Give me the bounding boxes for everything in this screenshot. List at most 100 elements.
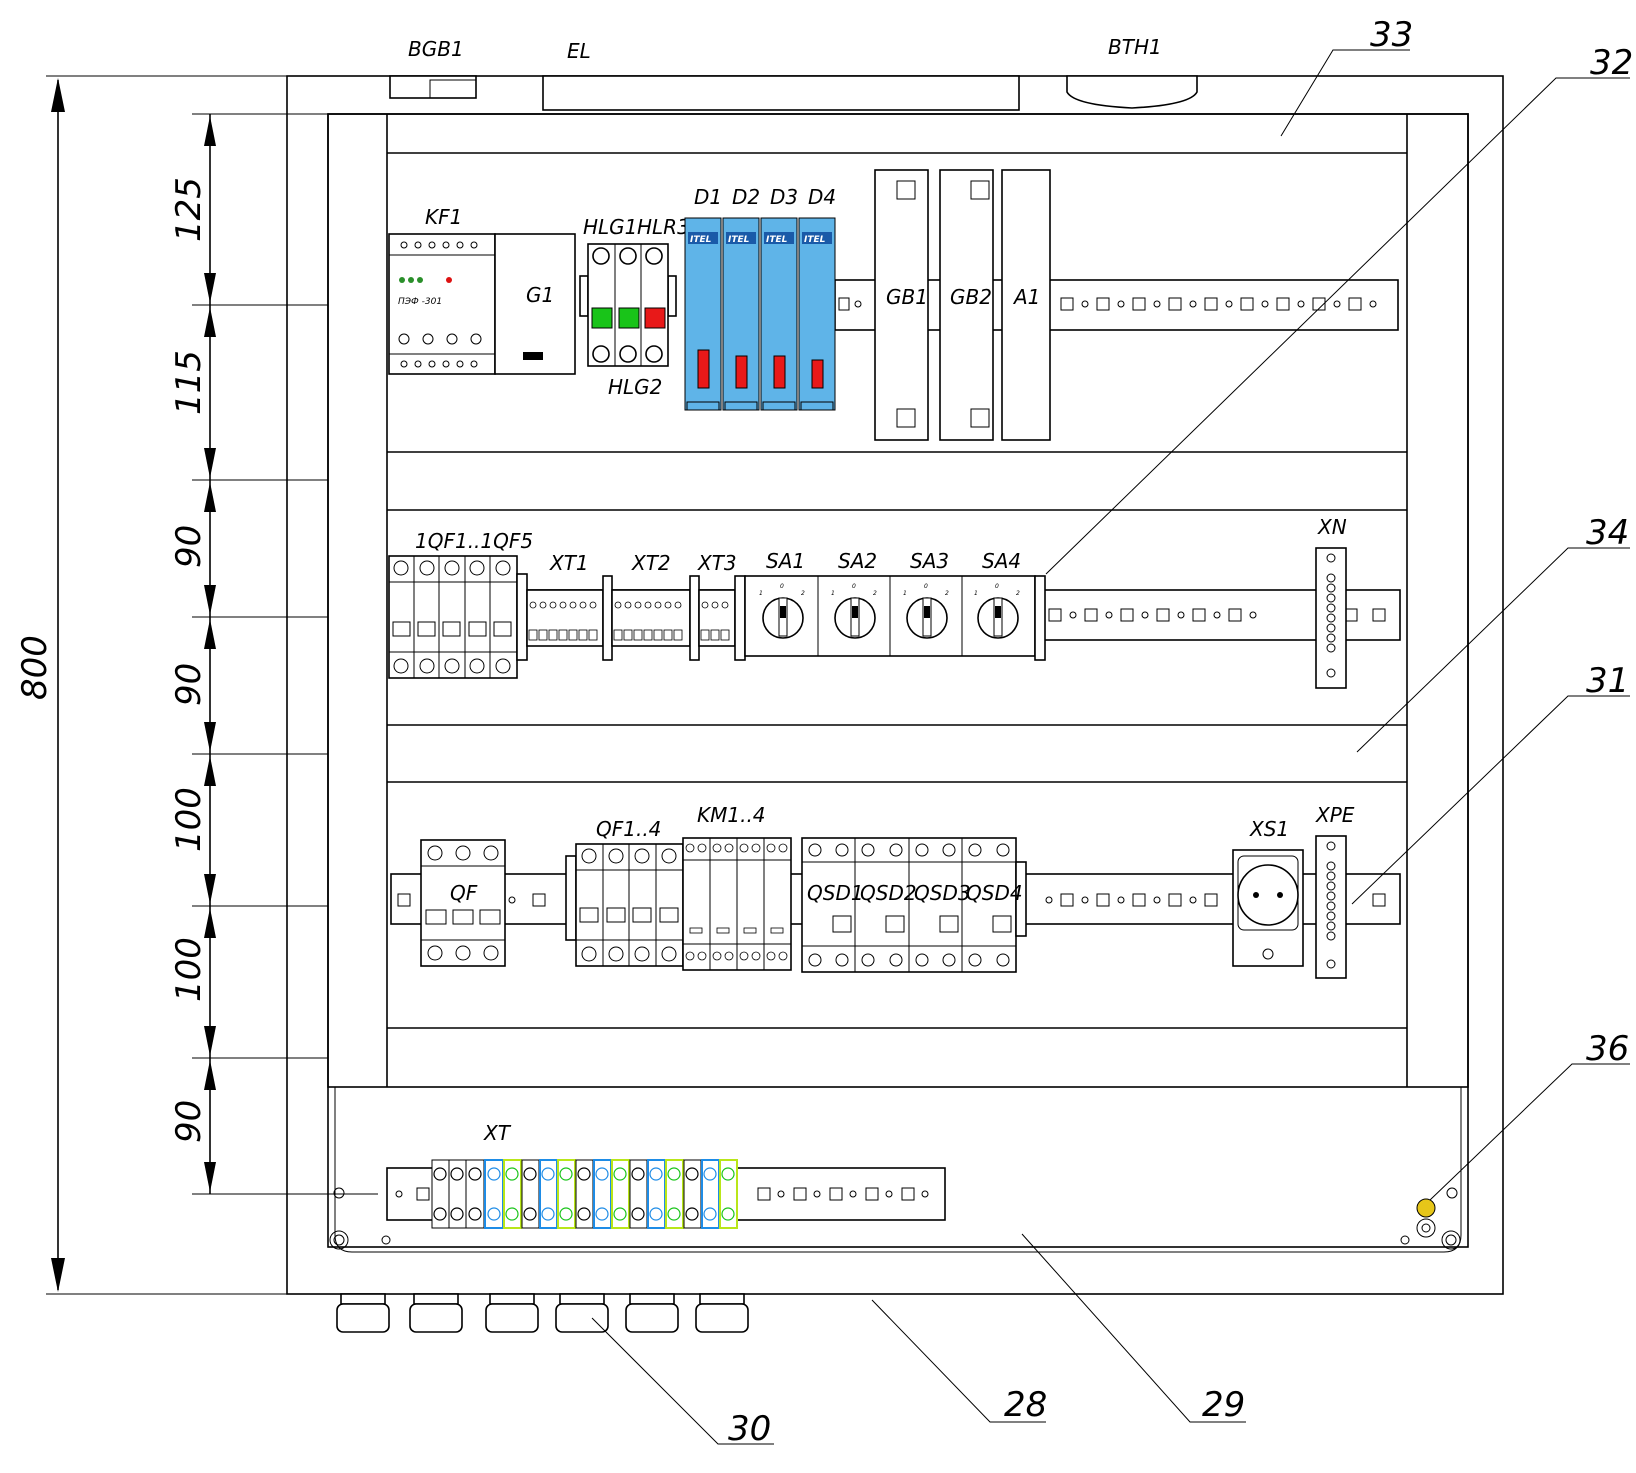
label-d4: D4 (808, 185, 836, 209)
main-breaker-qf (420, 839, 506, 967)
label-hlg1: HLG1 (583, 215, 637, 239)
indicator-lamps (579, 243, 677, 367)
label-gb2: GB2 (950, 285, 992, 309)
svg-text:ITEL: ITEL (728, 235, 750, 245)
cable-glands (336, 1293, 749, 1333)
svg-text:2: 2 (801, 590, 805, 597)
label-qsd3: QSD3 (914, 881, 971, 905)
batteries-and-a1 (874, 169, 1051, 441)
neutral-bus-xn (1315, 547, 1347, 689)
terminals-xt123 (526, 575, 746, 661)
svg-text:ITEL: ITEL (804, 235, 826, 245)
label-sa1: SA1 (766, 549, 805, 573)
svg-text:1: 1 (831, 590, 835, 597)
callout-36: 36 (1586, 1029, 1629, 1069)
row-1-devices: KF1 ПЭФ -301 G1 HLG1 HLR3 HLG2 ITE (388, 169, 1399, 441)
label-hlr3: HLR3 (637, 215, 690, 239)
svg-text:0: 0 (780, 583, 784, 590)
breakers-qf (565, 843, 684, 967)
label-xt3: XT3 (697, 551, 737, 575)
row-3-devices: QF QF1..4 (390, 803, 1401, 979)
label-xs1: XS1 (1249, 817, 1289, 841)
label-gb1: GB1 (886, 285, 928, 309)
label-qf: QF (450, 881, 478, 905)
label-sa2: SA2 (838, 549, 877, 573)
label-xt: XT (483, 1121, 512, 1145)
callout-31: 31 (1586, 661, 1629, 701)
switch-sa4 (977, 597, 1019, 639)
din-rail-row1-holes (838, 297, 1377, 311)
dim-ticks (192, 113, 378, 1195)
callout-29: 29 (1202, 1385, 1245, 1425)
selector-switches: 102 102 102 102 (744, 575, 1046, 661)
contactors-km (682, 837, 792, 971)
dim-row-6: 100 (169, 937, 209, 1002)
row-2-devices: 1QF1..1QF5 XT1 XT2 XT3 (388, 515, 1401, 689)
svg-text:2: 2 (945, 590, 949, 597)
callout-28: 28 (1004, 1385, 1047, 1425)
label-sa3: SA3 (910, 549, 949, 573)
dim-overall: 800 (15, 635, 55, 700)
dim-row-1: 125 (169, 177, 209, 242)
din-rail-row3-holes (397, 893, 1386, 907)
dimension-chain: 800 125 115 90 90 100 100 90 (15, 75, 378, 1295)
module-d4: ITEL (798, 217, 836, 411)
svg-text:0: 0 (924, 583, 928, 590)
label-kf1: KF1 (425, 205, 462, 229)
dim-row-4: 90 (169, 663, 209, 706)
label-qsd1: QSD1 (807, 881, 864, 905)
callout-33: 33 (1370, 15, 1413, 55)
label-hlg2: HLG2 (608, 375, 662, 399)
label-xpe: XPE (1315, 803, 1355, 827)
itel-modules: ITEL ITEL ITEL ITEL (684, 185, 836, 411)
callouts: 33 32 34 31 36 30 28 29 (591, 15, 1633, 1449)
label-d2: D2 (732, 185, 760, 209)
bottom-terminal-xt: XT (386, 1121, 1436, 1238)
label-d1: D1 (694, 185, 722, 209)
svg-text:1: 1 (759, 590, 763, 597)
dim-row-2: 115 (169, 350, 209, 415)
svg-text:0: 0 (995, 583, 999, 590)
switch-sa3 (906, 597, 948, 639)
label-bth1: BTH1 (1108, 35, 1162, 59)
dim-row-3: 90 (169, 525, 209, 568)
dim-row-5: 100 (169, 787, 209, 852)
terminal-blocks (431, 1159, 738, 1229)
label-xn: XN (1317, 515, 1347, 539)
label-g1: G1 (526, 283, 554, 307)
label-qf14: QF1..4 (596, 817, 661, 841)
mounting-plates (387, 152, 1407, 1029)
breakers-1qf (388, 555, 528, 679)
svg-text:ITEL: ITEL (766, 235, 788, 245)
svg-text:ITEL: ITEL (690, 235, 712, 245)
svg-text:2: 2 (873, 590, 877, 597)
label-el: EL (567, 39, 591, 63)
top-devices: BGB1 EL BTH1 (389, 35, 1198, 111)
label-xt2: XT2 (631, 551, 671, 575)
rcds-qsd (801, 837, 1027, 973)
label-xt1: XT1 (549, 551, 589, 575)
callout-34: 34 (1586, 513, 1629, 553)
label-a1: A1 (1012, 285, 1040, 309)
svg-text:2: 2 (1016, 590, 1020, 597)
label-d3: D3 (770, 185, 798, 209)
callout-30: 30 (728, 1409, 771, 1449)
module-d3: ITEL (760, 217, 798, 411)
callout-32: 32 (1590, 43, 1633, 83)
g1-power-supply (494, 233, 576, 375)
switch-sa2 (834, 597, 876, 639)
label-bgb1: BGB1 (408, 37, 464, 61)
module-d2: ITEL (722, 217, 760, 411)
label-qsd2: QSD2 (860, 881, 917, 905)
label-sa4: SA4 (982, 549, 1021, 573)
label-km: KM1..4 (697, 803, 766, 827)
label-qsd4: QSD4 (966, 881, 1023, 905)
svg-text:0: 0 (852, 583, 856, 590)
label-1qf: 1QF1..1QF5 (415, 529, 533, 553)
module-d1: ITEL (684, 217, 722, 411)
socket-xs1 (1232, 849, 1304, 967)
pe-bus-xpe (1315, 835, 1347, 979)
switch-sa1 (762, 597, 804, 639)
kf1-face: ПЭФ -301 (398, 297, 442, 307)
